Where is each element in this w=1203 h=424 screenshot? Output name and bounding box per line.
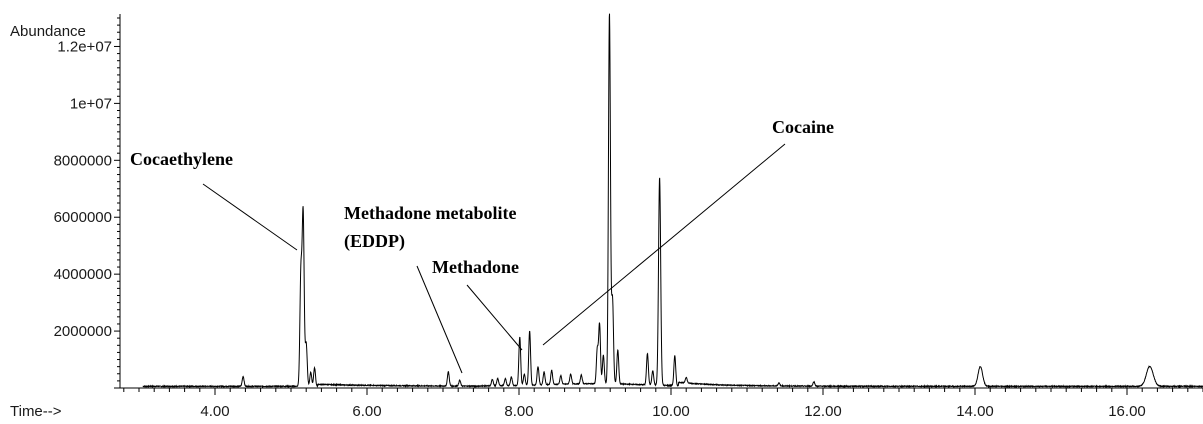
y-tick-label: 1.2e+07 bbox=[57, 38, 112, 55]
x-axis-title: Time--> bbox=[10, 403, 62, 420]
peak-annotation-label: Methadone metabolite bbox=[344, 203, 516, 223]
y-axis-title: Abundance bbox=[10, 23, 86, 40]
peak-annotation-leader bbox=[202, 183, 298, 251]
x-tick-label: 8.00 bbox=[504, 403, 533, 420]
peak-annotation-leader bbox=[416, 265, 463, 374]
peak-annotation-leader bbox=[542, 143, 786, 346]
peak-annotation-label: Cocaine bbox=[772, 117, 834, 137]
peak-annotation-leader bbox=[466, 284, 523, 351]
peak-annotation-label: (EDDP) bbox=[344, 231, 405, 252]
y-tick-label: 1e+07 bbox=[70, 95, 112, 112]
y-tick-label: 2000000 bbox=[54, 323, 112, 340]
y-tick-label: 6000000 bbox=[54, 209, 112, 226]
x-tick-label: 12.00 bbox=[804, 403, 842, 420]
x-tick-label: 6.00 bbox=[352, 403, 381, 420]
peak-annotation-label: Methadone bbox=[432, 257, 519, 277]
x-tick-label: 4.00 bbox=[200, 403, 229, 420]
y-tick-label: 4000000 bbox=[54, 266, 112, 283]
chromatogram-trace bbox=[142, 13, 1203, 389]
x-tick-label: 10.00 bbox=[652, 403, 690, 420]
peak-annotation-label: Cocaethylene bbox=[130, 149, 233, 169]
axis-ticks: 2000000 4000000 6000000 8000000 1e+07 1.2e+07… bbox=[54, 17, 1203, 420]
x-tick-label: 14.00 bbox=[956, 403, 994, 420]
x-tick-label: 16.00 bbox=[1108, 403, 1146, 420]
y-tick-label: 8000000 bbox=[54, 152, 112, 169]
